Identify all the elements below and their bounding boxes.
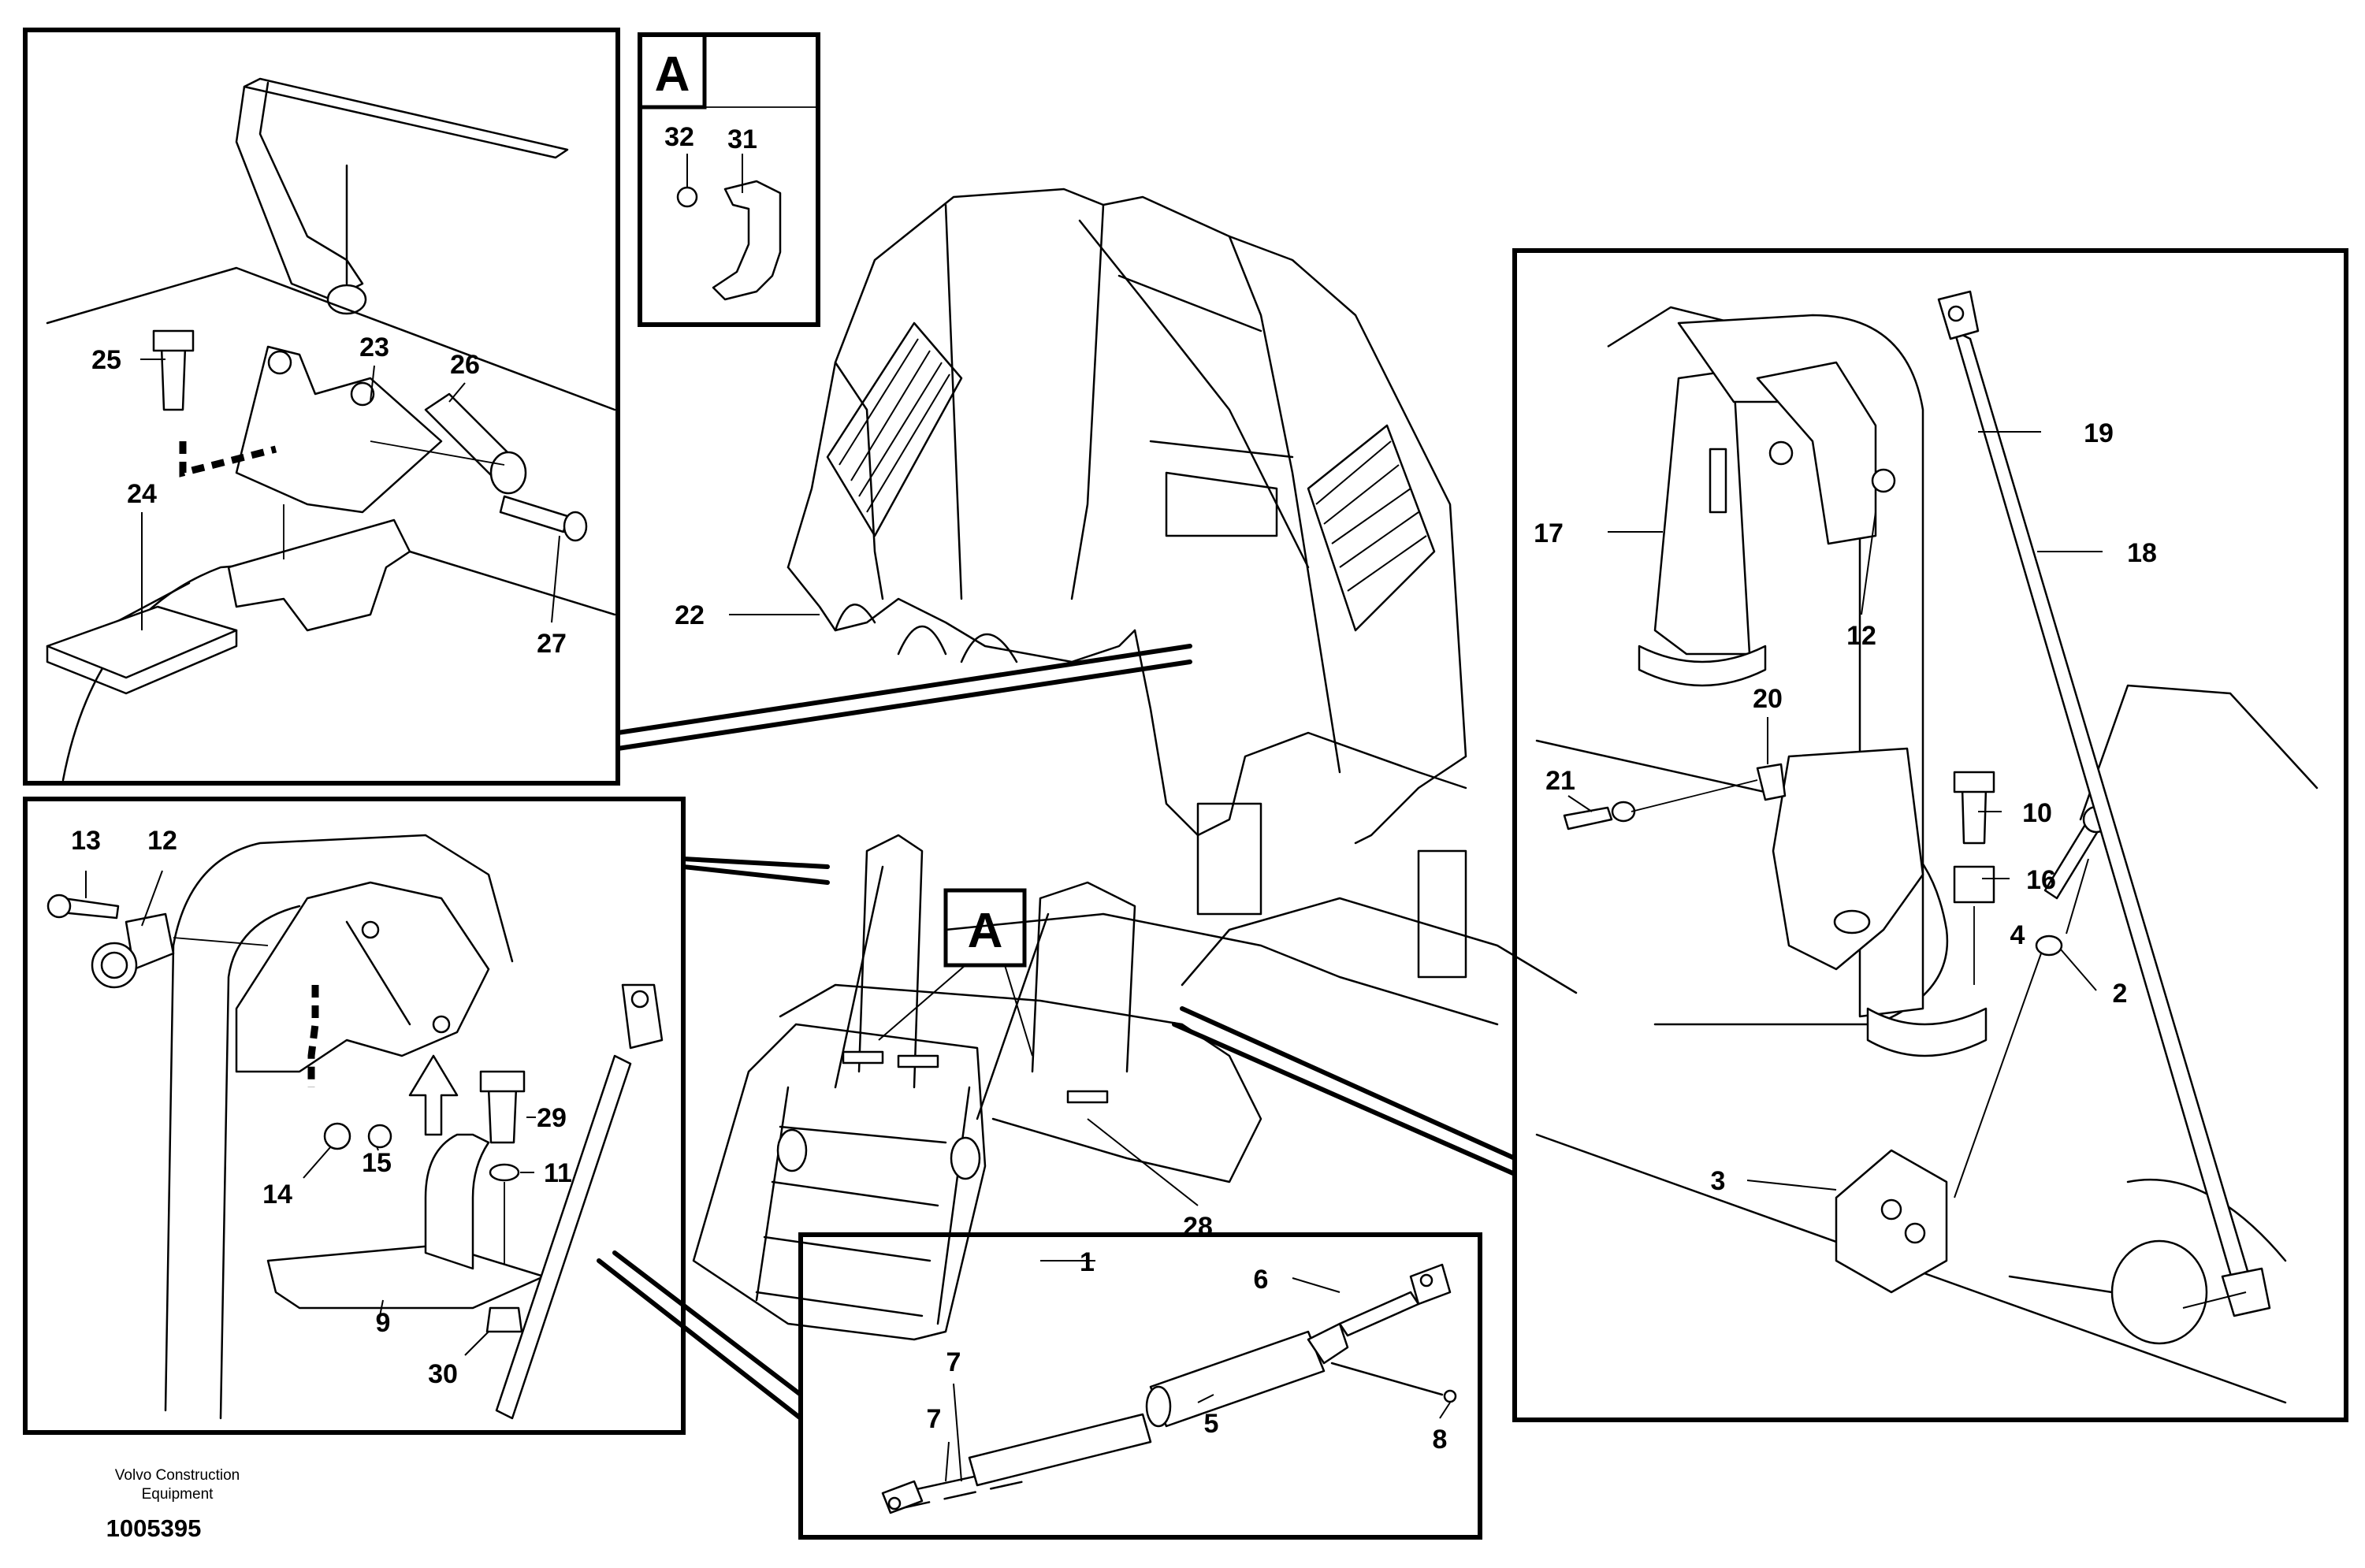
callout-4: 4 xyxy=(2010,920,2025,950)
callout-7-upper: 7 xyxy=(946,1347,961,1377)
callout-29: 29 xyxy=(537,1103,567,1133)
detail-box-bottom-left xyxy=(23,797,686,1435)
callout-20: 20 xyxy=(1753,684,1783,714)
maker-line-2: Equipment xyxy=(142,1486,214,1503)
footer: Volvo Construction Equipment 1005395 xyxy=(106,1467,240,1542)
inset-a-letter: A xyxy=(655,47,690,102)
callout-17: 17 xyxy=(1534,518,1564,548)
callout-28: 28 xyxy=(1183,1212,1213,1242)
callout-13: 13 xyxy=(71,826,101,856)
callout-2: 2 xyxy=(2113,979,2128,1009)
callout-3: 3 xyxy=(1711,1166,1726,1196)
callout-26: 26 xyxy=(450,350,480,380)
callout-12-right: 12 xyxy=(1846,621,1876,651)
inset-a-box: A xyxy=(638,32,820,327)
callout-7-lower: 7 xyxy=(927,1404,942,1434)
callout-24: 24 xyxy=(127,479,157,509)
callout-31: 31 xyxy=(727,124,757,154)
callout-30: 30 xyxy=(428,1359,458,1389)
callout-9: 9 xyxy=(376,1308,391,1338)
main-callout-a-letter: A xyxy=(968,904,1003,958)
drawing-number: 1005395 xyxy=(106,1514,202,1542)
maker-line-1: Volvo Construction xyxy=(115,1467,240,1484)
callout-labels: 1 2 3 4 5 6 7 7 8 9 10 11 12 12 13 14 15… xyxy=(71,122,2157,1455)
detail-box-bottom-cable xyxy=(798,1232,1482,1540)
leader-lines xyxy=(85,359,2247,1482)
callout-5: 5 xyxy=(1204,1409,1219,1439)
callout-27: 27 xyxy=(537,629,567,659)
callout-6: 6 xyxy=(1254,1265,1269,1295)
callout-15: 15 xyxy=(362,1148,392,1178)
callout-21: 21 xyxy=(1545,766,1575,796)
callout-25: 25 xyxy=(91,345,121,375)
main-assembly xyxy=(692,188,1578,1341)
callout-32: 32 xyxy=(664,122,694,152)
callout-10: 10 xyxy=(2022,798,2052,828)
right-window-hatch xyxy=(1307,424,1436,632)
callout-12-left: 12 xyxy=(147,826,177,856)
callout-22: 22 xyxy=(675,600,705,630)
callout-8: 8 xyxy=(1433,1425,1448,1455)
callout-18: 18 xyxy=(2127,538,2157,568)
left-window-hatch xyxy=(826,321,963,537)
connector-lines xyxy=(597,644,1517,1421)
callout-19: 19 xyxy=(2084,418,2114,448)
callout-14: 14 xyxy=(262,1180,292,1209)
detail-box-top-left xyxy=(23,28,620,786)
callout-1: 1 xyxy=(1080,1247,1095,1277)
callout-16: 16 xyxy=(2026,865,2056,895)
callout-23: 23 xyxy=(359,333,389,362)
callout-11: 11 xyxy=(544,1158,572,1188)
detail-box-right xyxy=(1512,248,2348,1422)
main-callout-a: A xyxy=(878,888,1033,1057)
entry-step-assembly xyxy=(692,834,1262,1341)
